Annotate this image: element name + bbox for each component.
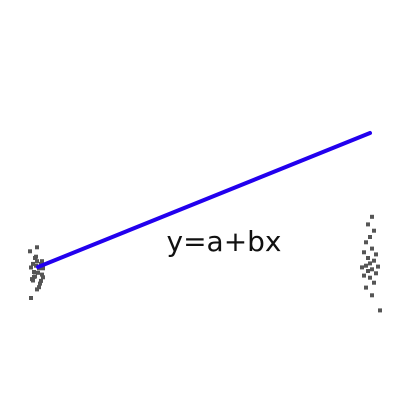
- data-point: [368, 235, 372, 239]
- data-point: [366, 269, 370, 273]
- data-point: [372, 280, 376, 285]
- data-point: [376, 264, 380, 269]
- data-point: [370, 267, 374, 272]
- data-point: [364, 285, 368, 290]
- data-point: [372, 228, 376, 233]
- data-point: [364, 240, 368, 245]
- data-point: [378, 308, 382, 313]
- data-point: [364, 263, 368, 268]
- data-point: [29, 265, 33, 270]
- data-point: [41, 266, 45, 271]
- data-point: [370, 293, 374, 298]
- data-point: [29, 296, 33, 300]
- regression-line: [36, 131, 372, 269]
- data-point: [372, 258, 376, 263]
- data-point: [41, 275, 45, 280]
- data-point: [34, 254, 38, 259]
- data-point: [366, 256, 370, 260]
- data-point: [40, 259, 44, 264]
- data-point: [35, 287, 39, 292]
- data-point: [34, 263, 38, 268]
- data-point: [36, 270, 40, 275]
- data-point: [32, 274, 36, 279]
- data-point: [360, 265, 364, 270]
- data-point: [39, 278, 43, 283]
- data-point: [40, 272, 44, 277]
- equation-label: y=a+bx: [167, 225, 282, 258]
- data-point: [370, 214, 374, 219]
- data-point: [35, 259, 39, 264]
- data-point: [374, 271, 378, 276]
- data-point: [374, 252, 378, 257]
- data-point: [28, 249, 32, 254]
- data-point: [35, 245, 39, 250]
- data-point: [362, 273, 366, 278]
- data-point: [368, 261, 372, 266]
- data-point: [38, 281, 42, 286]
- data-point: [30, 277, 34, 282]
- data-point: [366, 222, 370, 227]
- data-point: [37, 285, 41, 290]
- data-point: [362, 250, 366, 255]
- data-point: [32, 270, 36, 274]
- data-point: [370, 246, 374, 251]
- data-point: [31, 261, 35, 266]
- data-point: [368, 275, 372, 280]
